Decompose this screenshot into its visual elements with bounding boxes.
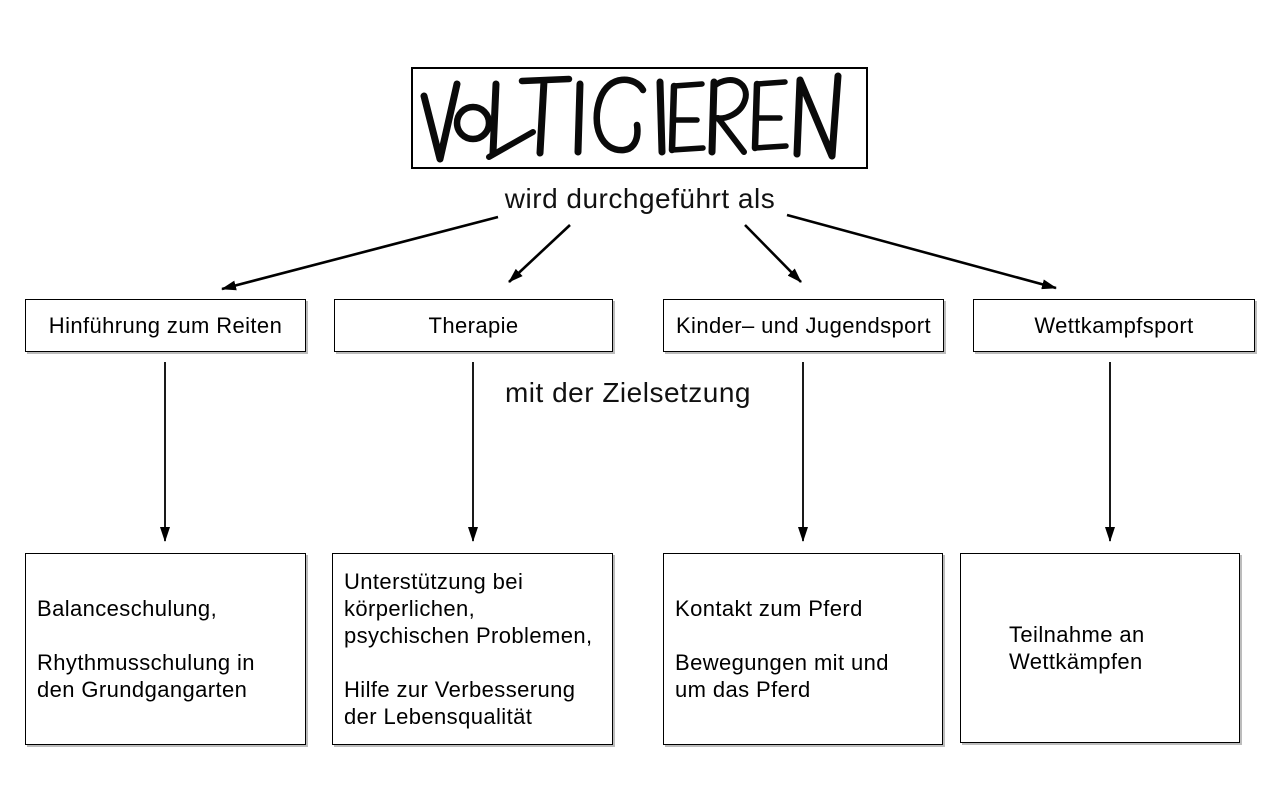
branch-label: Therapie [428,313,519,338]
branch-label: Wettkampfsport [1034,313,1194,338]
goal-label: mit der Zielsetzung [504,377,752,408]
branch-box-therapie: Therapie [334,299,613,352]
branch-box-hinfuehrung: Hinführung zum Reiten [25,299,306,352]
intro-label: wird durchgeführt als [504,183,776,214]
fan-arrow-wettkampfsport [786,213,1057,290]
goal-text: Teilnahme an Wettkämpfen [1009,622,1145,674]
fan-arrow-hinfuehrung [221,215,499,291]
goal-box-therapie: Unterstützung bei körperlichen, psychisc… [332,553,613,745]
goal-box-wettkampfsport: Teilnahme an Wettkämpfen [960,553,1240,743]
branch-box-wettkampfsport: Wettkampfsport [973,299,1255,352]
branch-label: Hinführung zum Reiten [48,313,283,338]
fan-arrow-kinder-jugendsport [744,224,802,283]
branch-label: Kinder– und Jugendsport [675,313,932,338]
goal-text: Kontakt zum Pferd Bewegungen mit und um … [675,596,889,702]
voltigieren-lettering [420,72,842,163]
branch-box-kinder-jugendsport: Kinder– und Jugendsport [663,299,944,352]
fan-arrow-therapie [508,224,571,283]
goal-text: Unterstützung bei körperlichen, psychisc… [344,569,593,729]
goal-box-hinfuehrung: Balanceschulung, Rhythmusschulung in den… [25,553,306,745]
goal-text: Balanceschulung, Rhythmusschulung in den… [37,596,255,702]
goal-box-kinder-jugendsport: Kontakt zum Pferd Bewegungen mit und um … [663,553,943,745]
title-box: VOLTIGIEREN [411,67,868,169]
